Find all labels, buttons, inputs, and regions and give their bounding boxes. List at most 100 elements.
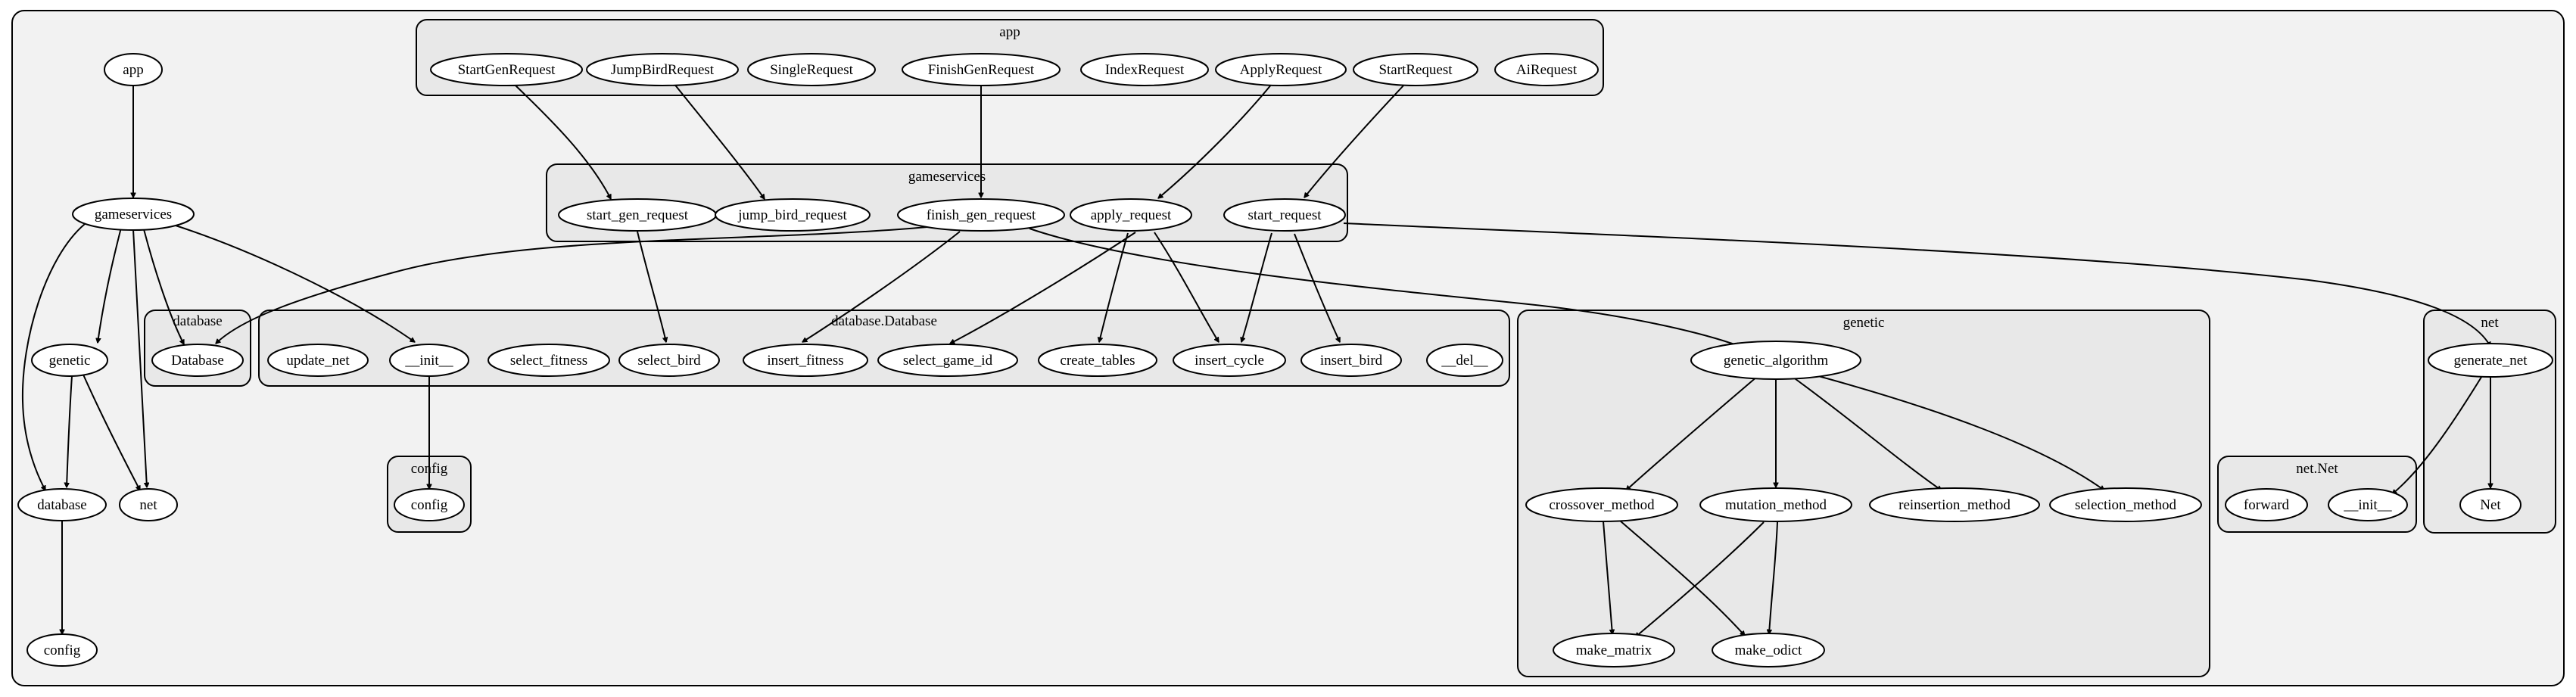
node-start_gen_request-label: start_gen_request [587, 207, 689, 223]
node-jump_bird_request[interactable]: jump_bird_request [715, 198, 871, 232]
node-gameservices-label: gameservices [95, 207, 172, 222]
edge-gameservices-net [132, 229, 147, 487]
node-apply_request[interactable]: apply_request [1070, 198, 1192, 232]
edge-apply_request-create_tables [1099, 232, 1129, 342]
node-JumpBirdRequest[interactable]: JumpBirdRequest [586, 53, 739, 86]
node-make_matrix-label: make_matrix [1576, 643, 1652, 658]
edge-crossover_method-make_matrix [1603, 521, 1612, 634]
node-selection_method-label: selection_method [2075, 497, 2177, 513]
node-start_request[interactable]: start_request [1223, 198, 1346, 232]
node-net-init[interactable]: __init__ [2328, 488, 2408, 521]
node-select_game_id-label: select_game_id [903, 353, 993, 369]
edge-genetic_algorithm-reinsertion_method [1792, 376, 1942, 490]
cluster-genetic-label: genetic [1843, 315, 1885, 331]
edge-genetic_algorithm-selection_method [1812, 374, 2104, 490]
node-Net[interactable]: Net [2459, 488, 2521, 521]
edge-finish_gen_request-genetic_algorithm [1029, 228, 1741, 347]
node-make_odict-label: make_odict [1735, 643, 1802, 658]
node-apply_request-label: apply_request [1091, 207, 1172, 223]
node-reinsertion_method-label: reinsertion_method [1899, 497, 2011, 513]
cluster-database-label: database [173, 313, 222, 329]
node-generate_net-label: generate_net [2453, 353, 2528, 369]
node-app[interactable]: app [104, 53, 163, 86]
node-selection_method[interactable]: selection_method [2049, 487, 2202, 522]
node-JumpBirdRequest-label: JumpBirdRequest [611, 62, 715, 78]
node-config[interactable]: config [26, 633, 98, 667]
node-StartGenRequest[interactable]: StartGenRequest [430, 53, 583, 86]
cluster-database-Database-label: database.Database [831, 313, 937, 329]
node-insert_bird[interactable]: insert_bird [1300, 344, 1402, 377]
node-IndexRequest[interactable]: IndexRequest [1080, 53, 1209, 86]
node-select_fitness[interactable]: select_fitness [487, 344, 610, 377]
edge-mutation_method-make_odict [1769, 521, 1778, 634]
node-ApplyRequest[interactable]: ApplyRequest [1215, 53, 1347, 86]
node-start_gen_request[interactable]: start_gen_request [558, 198, 717, 232]
edge-genetic-database [67, 375, 73, 487]
edge-apply_request-select_game_id [950, 232, 1136, 344]
edges [21, 82, 2490, 637]
edge-JumpBirdRequest-jump_bird_request [673, 82, 765, 199]
edge-ApplyRequest-apply_request [1158, 83, 1272, 198]
node-StartRequest[interactable]: StartRequest [1353, 53, 1478, 86]
node-update_net[interactable]: update_net [267, 344, 369, 377]
node-StartGenRequest-label: StartGenRequest [458, 62, 556, 78]
node-SingleRequest[interactable]: SingleRequest [747, 53, 876, 86]
node-genetic_algorithm[interactable]: genetic_algorithm [1690, 341, 1861, 380]
node-database-label: database [37, 497, 86, 513]
node-finish_gen_request[interactable]: finish_gen_request [897, 198, 1065, 232]
node-AiRequest[interactable]: AiRequest [1494, 53, 1599, 86]
node-gameservices[interactable]: gameservices [72, 198, 195, 231]
cluster-app-label: app [999, 24, 1020, 40]
node-insert_bird-label: insert_bird [1320, 353, 1383, 369]
node-mutation_method-label: mutation_method [1725, 497, 1827, 513]
node-select_game_id[interactable]: select_game_id [877, 344, 1018, 377]
node-select_fitness-label: select_fitness [510, 353, 587, 369]
node-genetic[interactable]: genetic [31, 344, 108, 377]
node-config-label: config [44, 643, 81, 658]
node-db-init[interactable]: __init__ [389, 344, 469, 377]
node-generate_net[interactable]: generate_net [2428, 343, 2553, 378]
node-mutation_method[interactable]: mutation_method [1699, 487, 1852, 522]
edge-StartGenRequest-start_gen_request [514, 84, 612, 199]
cluster-genetic: genetic [1517, 310, 2210, 677]
node-db-del[interactable]: __del__ [1426, 344, 1503, 377]
node-select_bird[interactable]: select_bird [618, 344, 720, 377]
edge-StartRequest-start_request [1304, 84, 1405, 198]
edge-genetic-net [83, 374, 141, 490]
node-update_net-label: update_net [286, 353, 350, 369]
cluster-net-label: net [2481, 315, 2499, 331]
node-jump_bird_request-label: jump_bird_request [737, 207, 847, 223]
node-StartRequest-label: StartRequest [1378, 62, 1453, 78]
node-create_tables[interactable]: create_tables [1038, 344, 1157, 377]
nodes: app gameservices genetic database net co… [17, 53, 2553, 667]
node-config-inner[interactable]: config [394, 488, 465, 521]
node-finish_gen_request-label: finish_gen_request [927, 207, 1036, 223]
cluster-gameservices-label: gameservices [908, 169, 986, 185]
node-crossover_method[interactable]: crossover_method [1525, 487, 1678, 522]
node-Database-label: Database [171, 353, 224, 369]
node-insert_fitness-label: insert_fitness [767, 353, 843, 369]
node-make_matrix[interactable]: make_matrix [1553, 633, 1675, 667]
edge-gameservices-database [21, 223, 86, 490]
node-start_request-label: start_request [1248, 207, 1322, 223]
node-reinsertion_method[interactable]: reinsertion_method [1869, 487, 2040, 522]
node-net-label: net [139, 497, 157, 513]
edge-finish_gen_request-insert_fitness [802, 231, 961, 343]
node-forward[interactable]: forward [2225, 488, 2308, 521]
node-insert_cycle[interactable]: insert_cycle [1173, 344, 1286, 377]
node-net-init-label: __init__ [2343, 497, 2392, 513]
edge-start_request-insert_bird [1294, 233, 1341, 342]
node-AiRequest-label: AiRequest [1516, 62, 1578, 78]
node-Database[interactable]: Database [151, 344, 244, 377]
node-insert_cycle-label: insert_cycle [1195, 353, 1264, 369]
edge-gameservices-init [175, 225, 415, 342]
node-net[interactable]: net [119, 488, 178, 521]
node-insert_fitness[interactable]: insert_fitness [743, 344, 868, 377]
node-FinishGenRequest[interactable]: FinishGenRequest [902, 53, 1061, 86]
node-make_odict[interactable]: make_odict [1712, 633, 1825, 667]
node-database[interactable]: database [17, 488, 107, 521]
node-app-label: app [123, 62, 143, 78]
node-genetic_algorithm-label: genetic_algorithm [1724, 353, 1828, 369]
node-create_tables-label: create_tables [1060, 353, 1135, 369]
